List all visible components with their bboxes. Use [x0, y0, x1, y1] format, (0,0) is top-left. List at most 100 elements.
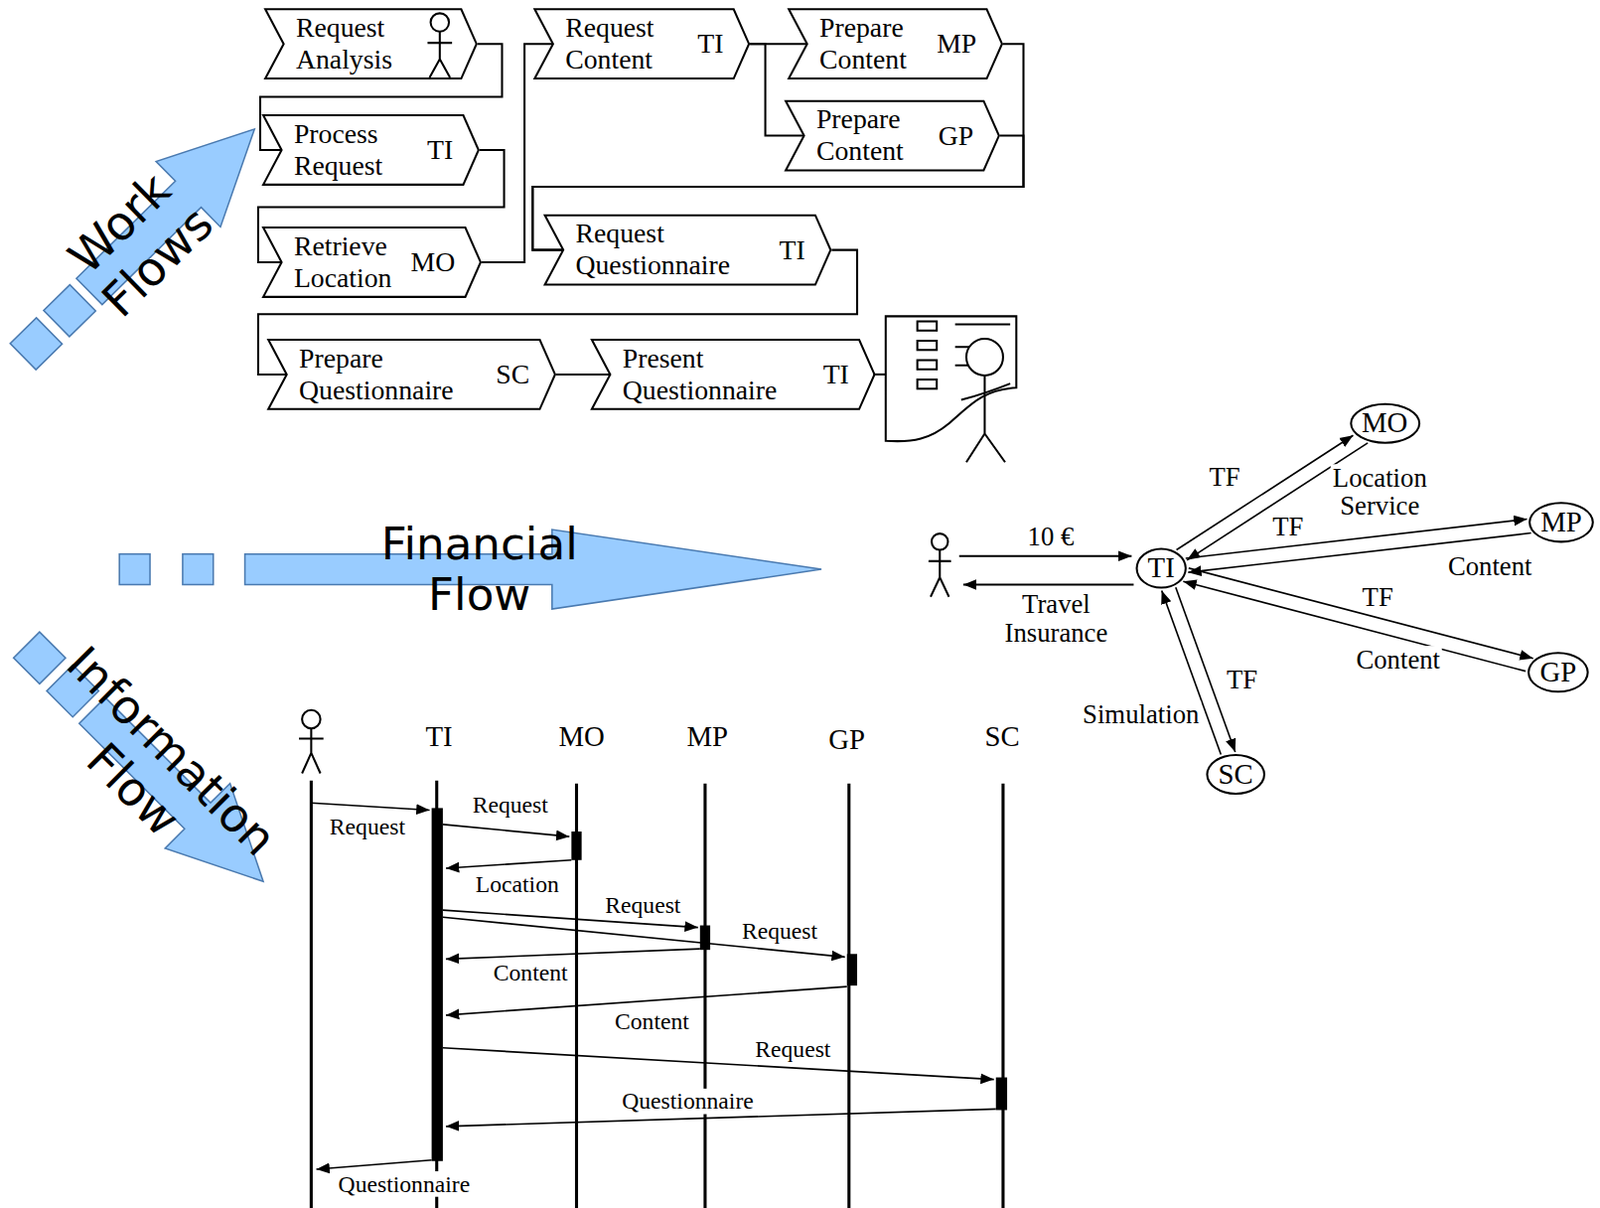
- flow-arrow-shape: [43, 285, 96, 337]
- process-box: Request ContentTI: [534, 7, 750, 80]
- questionnaire-illustration: [966, 338, 1004, 376]
- sequence-actor: [298, 710, 324, 774]
- node-label: TI: [1148, 551, 1175, 586]
- message-label: Content: [612, 1008, 692, 1034]
- process-box: Prepare Questionnaire SC: [268, 338, 557, 411]
- message-label: Request: [327, 813, 408, 840]
- workflow-connector: [481, 43, 554, 263]
- process-shape: [268, 339, 556, 410]
- edge-label: Location Service: [1330, 463, 1430, 519]
- message-label: Questionnaire: [619, 1087, 756, 1114]
- customer-icon: [931, 533, 948, 550]
- process-box: Request Analysis: [265, 7, 478, 80]
- message-label: Content: [491, 959, 571, 986]
- process-shape: [785, 101, 1000, 171]
- questionnaire-illustration: [917, 379, 938, 389]
- sequence-actor: [301, 710, 320, 728]
- node-label: SC: [1218, 756, 1254, 792]
- flow-arrow: Financial Flow: [118, 528, 823, 610]
- lifeline-header: GP: [826, 724, 868, 755]
- role-label: GP: [938, 120, 974, 152]
- activation-bar: [571, 831, 582, 861]
- lifeline-header: MP: [684, 721, 730, 752]
- flow-arrow: Information Flow: [0, 610, 297, 915]
- actor-node: MO: [1349, 403, 1421, 444]
- process-box: Request Questionnaire TI: [545, 214, 833, 287]
- activation-bar: [700, 925, 711, 951]
- role-label: MP: [936, 27, 977, 60]
- activation-bar: [432, 807, 1008, 1161]
- payment-arrow: [959, 556, 1135, 585]
- role-label: SC: [495, 358, 530, 391]
- actor-node: MP: [1528, 501, 1595, 543]
- workflow-connector: [556, 373, 610, 376]
- process-box: Process RequestTI: [263, 114, 480, 186]
- process-shape: [545, 215, 832, 286]
- questionnaire-illustration: [961, 375, 1011, 462]
- message-arrow: [442, 824, 570, 837]
- node-label: Process Request: [293, 118, 383, 182]
- process-shape: [263, 227, 481, 297]
- node-label: Prepare Content: [819, 11, 907, 76]
- role-label: TI: [823, 358, 850, 391]
- actor-node: TI: [1136, 548, 1187, 589]
- message-arrow: [445, 860, 572, 869]
- actor-icon: [427, 12, 452, 78]
- process-box: Present Questionnaire TI: [591, 338, 876, 411]
- role-label: TI: [778, 234, 805, 267]
- activation-bar: [996, 1077, 1008, 1111]
- transfer-arrow: [1162, 590, 1222, 755]
- process-box: Retrieve Location MO: [263, 226, 482, 298]
- process-shape: [788, 8, 1003, 79]
- payment-label: 10 €: [1025, 523, 1077, 553]
- questionnaire-illustration: [917, 340, 938, 350]
- message-label: Request: [470, 790, 551, 817]
- message-arrow: [310, 802, 430, 810]
- edge-label: Content: [1446, 552, 1535, 581]
- node-label: Financial Flow: [381, 517, 579, 621]
- activation-bar: [432, 807, 443, 1161]
- edge-label: Content: [1353, 645, 1443, 674]
- node-label: MO: [1361, 406, 1408, 441]
- customer-icon: [928, 533, 952, 597]
- edge-label: TF: [1224, 665, 1260, 694]
- message-label: Questionnaire: [336, 1170, 473, 1197]
- message-arrow: [310, 802, 996, 1169]
- node-label: Information Flow: [17, 635, 287, 904]
- node-label: Prepare Content: [816, 104, 904, 168]
- message-arrow: [316, 1160, 433, 1169]
- node-label: Prepare Questionnaire: [298, 342, 454, 407]
- node-label: MP: [1540, 504, 1583, 540]
- node-label: Request Questionnaire: [575, 218, 730, 283]
- actor-node: GP: [1527, 651, 1590, 693]
- lifeline-header: MO: [556, 721, 606, 752]
- lifeline: [310, 780, 1004, 1208]
- message-label: Request: [602, 891, 683, 918]
- role-label: MO: [411, 246, 456, 279]
- message-label: Request: [752, 1035, 833, 1062]
- process-box: Prepare Content GP: [785, 100, 1001, 172]
- edge-label: TF: [1360, 582, 1396, 611]
- process-shape: [591, 339, 875, 410]
- process-shape: [534, 8, 749, 79]
- actor-icon: [431, 12, 449, 31]
- payment-arrow: [959, 555, 1133, 558]
- node-label: Present Questionnaire: [622, 342, 778, 407]
- message-arrow: [445, 948, 701, 959]
- message-label: Request: [739, 917, 820, 944]
- questionnaire-illustration: [885, 315, 1018, 462]
- flow-arrow: Work Flows: [0, 95, 289, 392]
- node-label: GP: [1539, 654, 1577, 690]
- lifeline-header: TI: [423, 721, 454, 752]
- questionnaire-illustration: [917, 360, 938, 370]
- questionnaire-illustration: [885, 315, 1018, 441]
- edge-label: TF: [1270, 512, 1306, 541]
- role-label: TI: [697, 27, 724, 60]
- process-shape: [265, 8, 477, 79]
- transfer-arrow: [1176, 435, 1354, 550]
- node-label: Request Analysis: [295, 11, 393, 76]
- sequence-actor: [298, 727, 324, 773]
- process-shape: [263, 115, 479, 185]
- node-label: Retrieve Location: [293, 230, 393, 294]
